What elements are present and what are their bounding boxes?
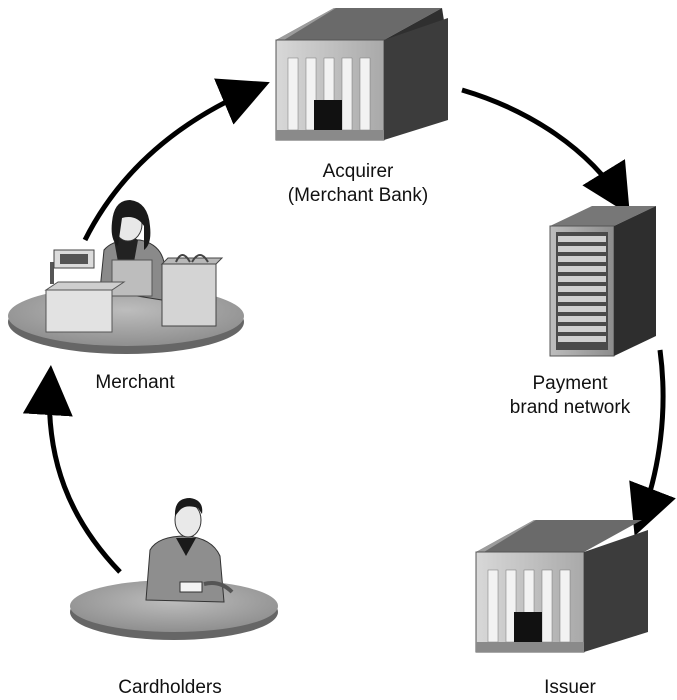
acquirer-bank-icon: [275, 8, 448, 141]
arrow-acquirer-to-payment: [461, 87, 630, 215]
issuer-label: Issuer: [544, 677, 596, 698]
cardholder-icon: [70, 498, 278, 640]
issuer-bank-icon: [475, 520, 648, 653]
arrow-cardholders-to-merchant: [22, 365, 122, 574]
cardholders-label: Cardholders: [118, 677, 222, 698]
merchant-icon: [8, 200, 244, 354]
acquirer-label-line1: Acquirer: [322, 161, 394, 182]
acquirer-label-line2: (Merchant Bank): [287, 185, 429, 206]
flow-arrows: [22, 78, 676, 574]
payment-network-label-line1: Payment: [532, 373, 608, 394]
payment-network-server-icon: [549, 206, 656, 357]
payment-network-label-line2: brand network: [509, 397, 631, 418]
payment-network-label: Payment brand network: [490, 372, 650, 420]
arrow-payment-to-issuer: [629, 349, 676, 537]
merchant-label: Merchant: [95, 372, 175, 393]
acquirer-label: Acquirer (Merchant Bank): [258, 160, 458, 208]
arrow-merchant-to-acquirer: [82, 78, 270, 242]
